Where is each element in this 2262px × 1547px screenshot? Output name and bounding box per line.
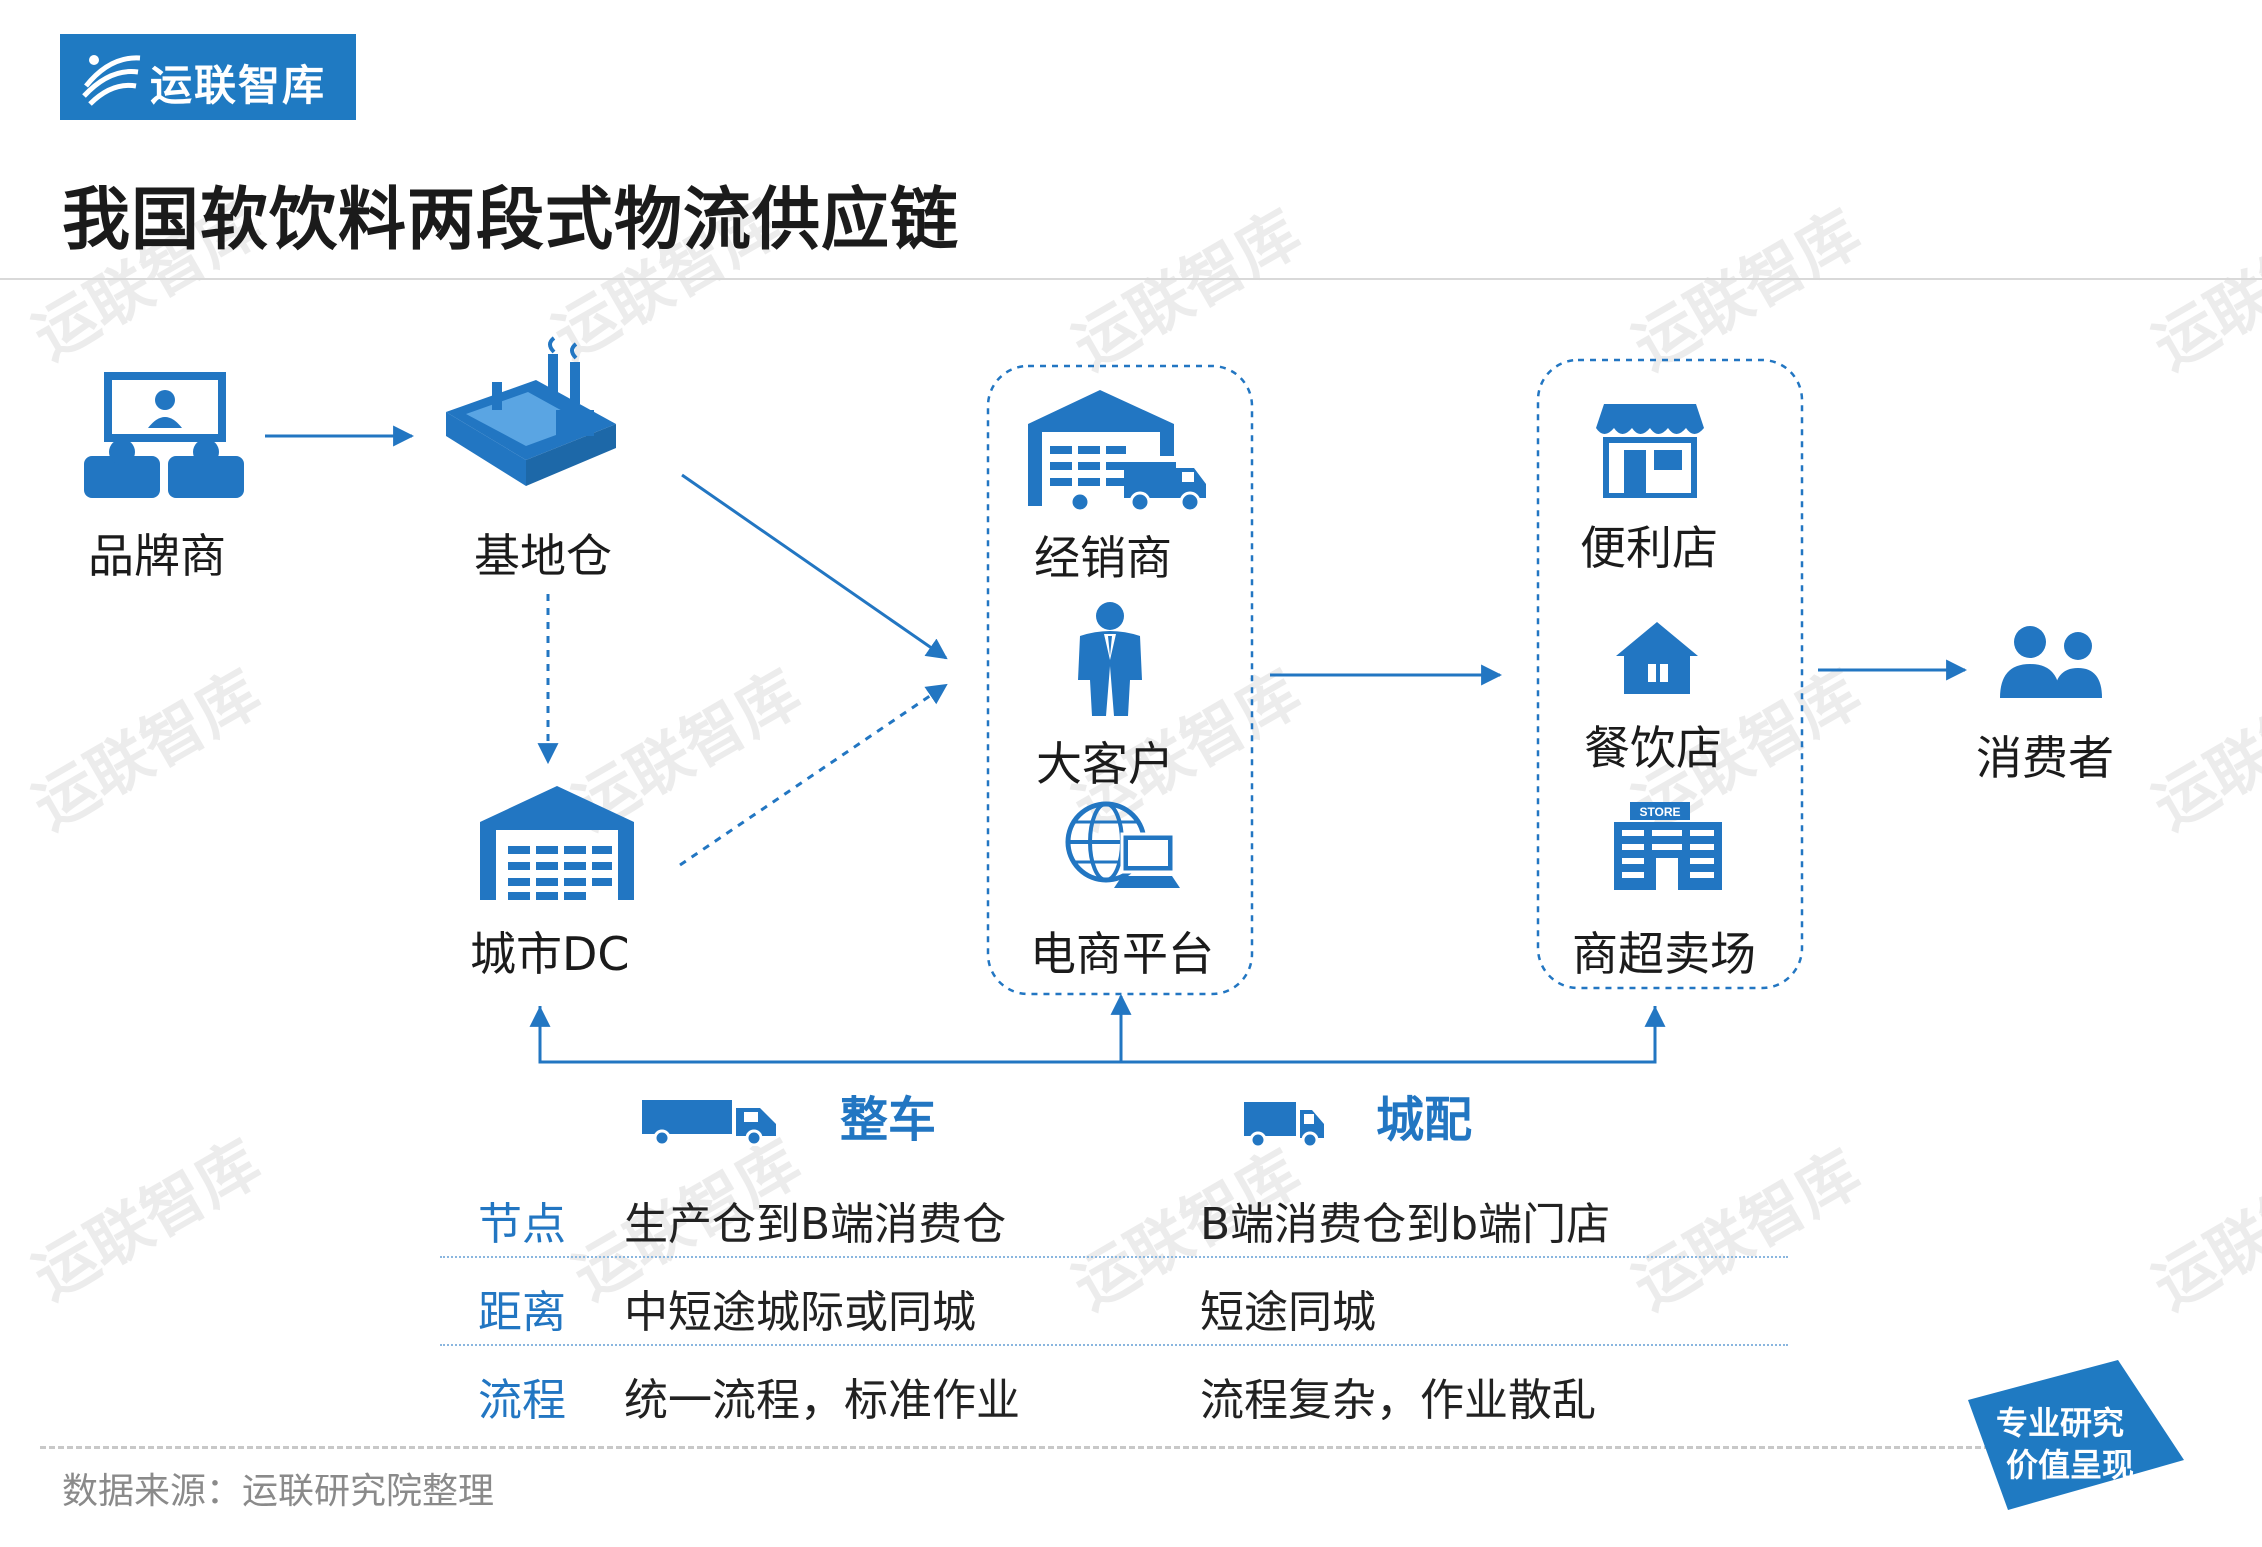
row-header-process: 流程 [478, 1375, 566, 1426]
city-process: 流程复杂，作业散乱 [1200, 1375, 1596, 1426]
mode-city-delivery: 城配 [1376, 1092, 1473, 1148]
source-note: 数据来源：运联研究院整理 [62, 1471, 495, 1512]
node-brand-owner: 品牌商 [88, 529, 226, 583]
node-key-account: 大客户 [1036, 737, 1174, 791]
brand-owner-icon [84, 372, 244, 498]
globe-computer-icon [1065, 801, 1180, 888]
brand-swirl-icon [82, 55, 141, 106]
node-supermarket: 商超卖场 [1572, 927, 1756, 981]
table-divider [440, 1344, 1788, 1346]
table-divider [440, 1256, 1788, 1258]
slogan-badge [1968, 1360, 2184, 1510]
shop-icon [1596, 404, 1704, 498]
store-sign: STORE [1639, 805, 1680, 819]
city-distance: 短途同城 [1200, 1287, 1376, 1338]
node-city-dc: 城市DC [470, 927, 630, 981]
brand-name: 运联智库 [150, 61, 327, 110]
city-nodes: B端消费仓到b端门店 [1200, 1199, 1611, 1250]
consumers-icon [2000, 626, 2102, 698]
businessman-icon [1078, 602, 1142, 716]
node-convenience-store: 便利店 [1580, 521, 1718, 575]
row-header-nodes: 节点 [478, 1199, 566, 1250]
ftl-process: 统一流程，标准作业 [624, 1375, 1020, 1426]
node-restaurant: 餐饮店 [1584, 721, 1722, 775]
ftl-nodes: 生产仓到B端消费仓 [624, 1199, 1007, 1250]
truck-icon [1244, 1102, 1324, 1148]
warehouse-icon [480, 786, 634, 900]
store-building-icon: STORE [1614, 802, 1722, 890]
node-distributor: 经销商 [1034, 531, 1172, 585]
row-header-distance: 距离 [478, 1287, 566, 1338]
badge-line1: 专业研究 [1996, 1404, 2125, 1442]
node-consumer: 消费者 [1976, 731, 2114, 785]
footer-divider [40, 1446, 2170, 1449]
truck-icon [642, 1100, 776, 1146]
node-ecommerce: 电商平台 [1030, 927, 1214, 981]
factory-icon [446, 336, 616, 486]
ftl-distance: 中短途城际或同城 [624, 1287, 976, 1338]
mode-ftl: 整车 [840, 1092, 937, 1148]
house-icon [1616, 622, 1698, 694]
badge-line2: 价值呈现 [2006, 1446, 2135, 1484]
node-base-warehouse: 基地仓 [474, 529, 612, 583]
distributor-truck-icon [1028, 390, 1206, 513]
title-divider [0, 278, 2262, 280]
page-title: 我国软饮料两段式物流供应链 [62, 181, 960, 260]
